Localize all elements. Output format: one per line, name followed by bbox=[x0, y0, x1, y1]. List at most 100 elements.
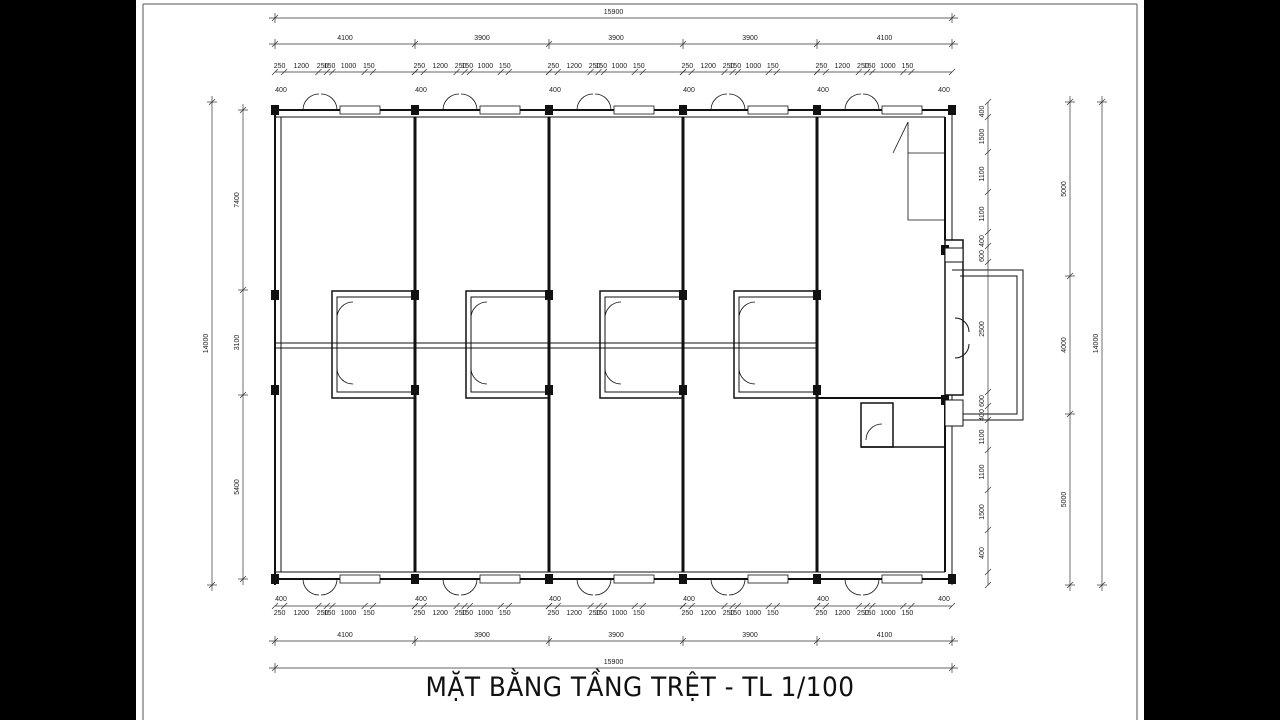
dimension-tick bbox=[280, 68, 288, 76]
dimension-label: 250 bbox=[455, 610, 467, 617]
dimension-label: 1000 bbox=[746, 63, 762, 70]
dimension-tick bbox=[466, 602, 474, 610]
dimension-tick bbox=[420, 68, 427, 76]
door-swing bbox=[302, 93, 320, 111]
dimension-tick bbox=[600, 68, 608, 76]
dimension-tick bbox=[984, 148, 992, 156]
dimension-tick bbox=[729, 602, 736, 610]
dimension-tick bbox=[900, 602, 907, 610]
dimension-tick bbox=[315, 68, 322, 76]
dimension-tick bbox=[329, 68, 336, 76]
dimension-tick bbox=[679, 602, 687, 610]
dimension-tick bbox=[639, 602, 647, 610]
dimension-tick bbox=[271, 602, 279, 610]
door-swing bbox=[728, 93, 746, 111]
column-tag: 400 bbox=[549, 87, 561, 94]
dimension-label: 150 bbox=[595, 610, 607, 617]
dimension-label: 250 bbox=[589, 63, 601, 70]
dimension-label: 1000 bbox=[612, 610, 628, 617]
door-swing bbox=[576, 578, 594, 596]
structural-column bbox=[545, 105, 553, 115]
dimension-label: 150 bbox=[324, 63, 336, 70]
dimension-label: 1000 bbox=[880, 63, 896, 70]
dimension-label: 150 bbox=[461, 610, 473, 617]
dimension-label: 150 bbox=[767, 610, 779, 617]
dimension-tick bbox=[721, 68, 728, 76]
structural-column bbox=[679, 290, 687, 300]
dimension-label: 400 bbox=[979, 409, 986, 421]
dimension-label: 250 bbox=[857, 610, 869, 617]
dimension-tick bbox=[984, 581, 992, 589]
dimension-label: 1000 bbox=[341, 610, 357, 617]
structural-column bbox=[813, 574, 821, 584]
dimension-tick bbox=[900, 68, 907, 76]
structural-column bbox=[813, 385, 821, 395]
structural-column bbox=[545, 574, 553, 584]
dimension-tick bbox=[461, 68, 468, 76]
structural-column bbox=[813, 105, 821, 115]
dimension-tick bbox=[420, 602, 427, 610]
structural-column bbox=[411, 574, 419, 584]
window bbox=[747, 105, 789, 115]
dimension-label: 15900 bbox=[604, 9, 624, 16]
dimension-label: 2500 bbox=[979, 321, 986, 337]
structural-column bbox=[813, 290, 821, 300]
dimension-tick bbox=[631, 68, 639, 76]
walls bbox=[274, 109, 953, 585]
dimension-tick bbox=[984, 526, 992, 534]
door-swing bbox=[302, 578, 320, 596]
dimension-tick bbox=[765, 68, 773, 76]
dimension-tick bbox=[729, 68, 736, 76]
dimension-tick bbox=[855, 602, 863, 610]
dimension-label: 4000 bbox=[1061, 337, 1068, 353]
window bbox=[613, 574, 655, 584]
dimension-tick bbox=[411, 68, 419, 76]
column-tag: 400 bbox=[275, 596, 287, 603]
window bbox=[881, 574, 923, 584]
dimension-tick bbox=[984, 446, 992, 454]
dimension-label: 250 bbox=[455, 63, 467, 70]
dimension-label: 250 bbox=[274, 63, 286, 70]
window bbox=[339, 574, 381, 584]
dimension-label: 1200 bbox=[566, 63, 582, 70]
dimension-tick bbox=[466, 68, 474, 76]
structural-column bbox=[679, 385, 687, 395]
dimension-label: 1100 bbox=[979, 464, 986, 479]
dimension-label: 3900 bbox=[474, 632, 490, 639]
dimension-label: 150 bbox=[729, 63, 741, 70]
dimension-label: 1000 bbox=[341, 63, 357, 70]
dimension-label: 250 bbox=[317, 63, 329, 70]
window bbox=[613, 105, 655, 115]
dimension-tick bbox=[595, 602, 602, 610]
dimension-tick bbox=[545, 68, 553, 76]
dimension-label: 1000 bbox=[612, 63, 628, 70]
dimension-label: 400 bbox=[979, 547, 986, 559]
dimension-label: 150 bbox=[595, 63, 607, 70]
drawing-title: MẶT BẰNG TẦNG TRỆT - TL 1/100 bbox=[425, 672, 855, 703]
dimension-label: 1100 bbox=[979, 429, 986, 444]
dimension-tick bbox=[679, 68, 687, 76]
dimension-label: 150 bbox=[902, 610, 914, 617]
dimension-label: 150 bbox=[633, 63, 645, 70]
dimension-label: 3900 bbox=[742, 35, 758, 42]
dimension-label: 250 bbox=[816, 63, 828, 70]
dimension-tick bbox=[984, 242, 992, 250]
structural-column bbox=[411, 290, 419, 300]
dimension-label: 600 bbox=[979, 395, 986, 407]
door-swing bbox=[442, 578, 460, 596]
dimension-label: 150 bbox=[767, 63, 779, 70]
window bbox=[881, 105, 923, 115]
dimension-tick bbox=[822, 602, 830, 610]
door-swing bbox=[862, 93, 880, 111]
dimension-tick bbox=[773, 602, 781, 610]
door-swing bbox=[844, 578, 862, 596]
dimension-tick bbox=[908, 68, 915, 76]
entrance-porch bbox=[944, 239, 1024, 427]
dimension-label: 150 bbox=[363, 63, 375, 70]
dimension-tick bbox=[813, 68, 821, 76]
dimension-tick bbox=[984, 388, 992, 396]
dimension-label: 1100 bbox=[979, 166, 986, 181]
